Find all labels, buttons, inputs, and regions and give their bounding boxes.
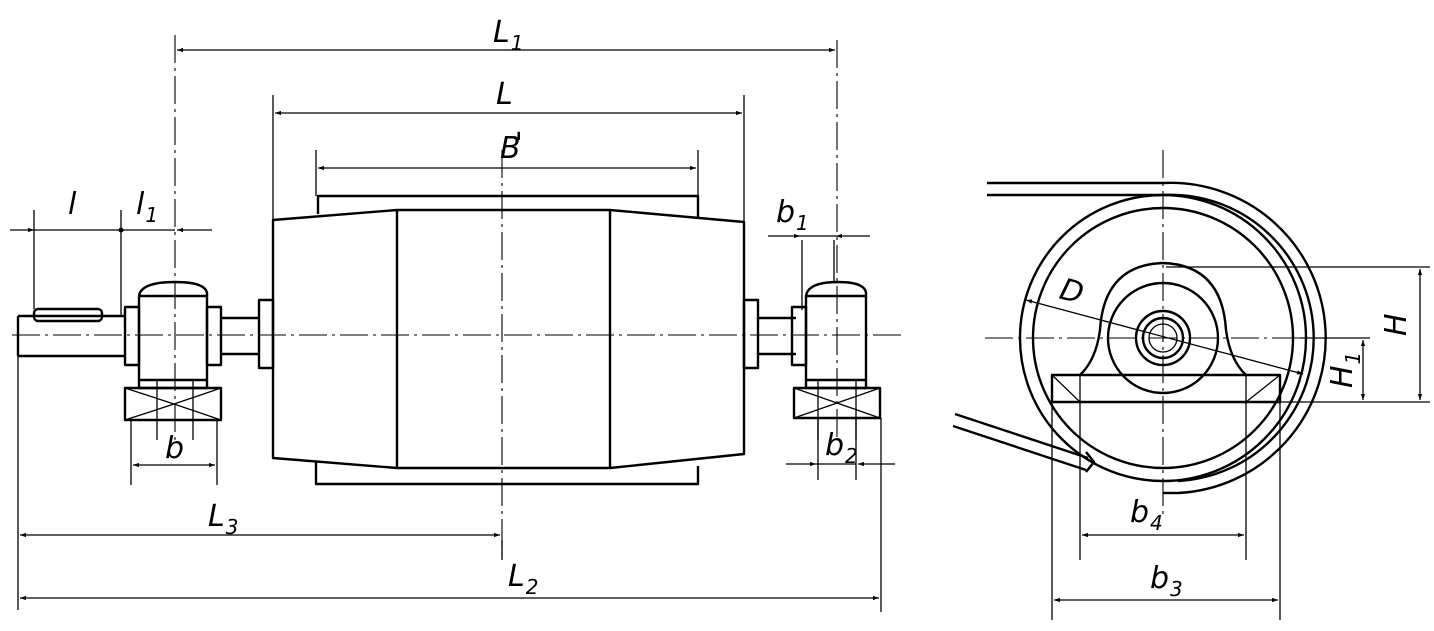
end-bearing-housing — [1050, 261, 1282, 404]
label-L1: L1 — [493, 15, 523, 55]
drum-body — [257, 194, 760, 486]
label-l1: l1 — [136, 187, 158, 227]
end-view-dimension-lines — [1025, 269, 1423, 603]
left-bearing-housing — [123, 280, 223, 440]
label-b: b — [165, 431, 184, 466]
label-B: B' — [500, 127, 523, 166]
label-L: L — [496, 77, 513, 112]
extension-lines — [17, 95, 882, 612]
label-H: H — [1379, 313, 1414, 336]
drive-shaft — [16, 307, 259, 358]
right-bearing-housing — [790, 280, 882, 440]
label-b3: b3 — [1150, 561, 1183, 601]
label-L2: L2 — [508, 559, 538, 599]
label-l: l — [68, 187, 77, 222]
end-view: D H H1 b4 b3 — [952, 150, 1430, 620]
label-b4: b4 — [1130, 495, 1163, 535]
dim-D — [1025, 299, 1304, 375]
conveyor-belt — [952, 181, 1327, 495]
label-b1: b1 — [776, 195, 809, 235]
label-H1: H1 — [1325, 352, 1365, 388]
label-L3: L3 — [208, 499, 238, 539]
right-shaft — [758, 316, 796, 356]
dimension-lines — [10, 47, 895, 601]
end-view-extension-lines — [1051, 266, 1430, 620]
label-b2: b2 — [825, 428, 858, 468]
side-view: L1 L B' l l1 b1 b b2 L3 L2 — [10, 15, 905, 612]
label-D: D — [1056, 272, 1087, 312]
